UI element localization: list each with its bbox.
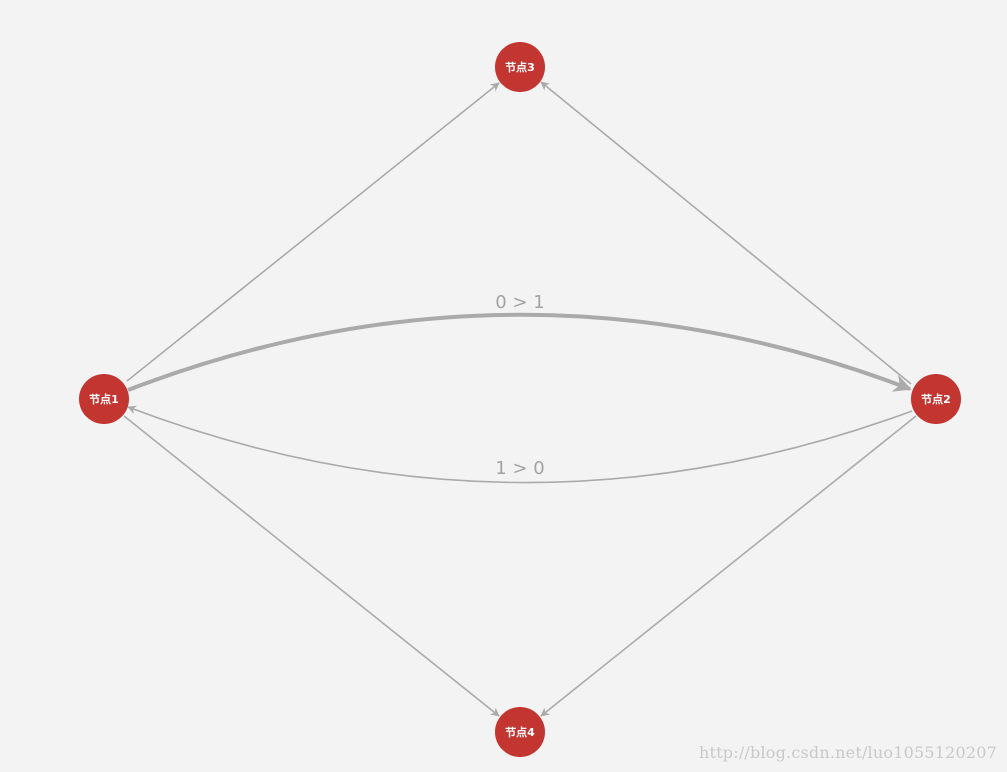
node-1-circle[interactable]	[79, 374, 129, 424]
node-3-circle[interactable]	[495, 42, 545, 92]
edge-2-1[interactable]	[127, 405, 913, 484]
edge-2-3[interactable]	[540, 81, 912, 385]
node-1-label: 节点1	[89, 392, 119, 406]
edge-1-3[interactable]	[126, 82, 500, 382]
edge-label-2-1: 1 > 0	[495, 458, 544, 479]
node-4[interactable]: 节点4	[495, 707, 545, 757]
edge-1-2[interactable]	[127, 312, 912, 392]
node-3-label: 节点3	[505, 60, 535, 74]
edge-2-4[interactable]	[540, 415, 917, 717]
node-4-circle[interactable]	[495, 707, 545, 757]
node-4-label: 节点4	[505, 725, 535, 739]
edge-1-4[interactable]	[123, 415, 500, 717]
node-2-label: 节点2	[921, 392, 951, 406]
node-2-circle[interactable]	[911, 374, 961, 424]
node-3[interactable]: 节点3	[495, 42, 545, 92]
node-2[interactable]: 节点2	[911, 374, 961, 424]
edge-label-1-2: 0 > 1	[495, 292, 544, 313]
node-1[interactable]: 节点1	[79, 374, 129, 424]
watermark-url: http://blog.csdn.net/luo1055120207	[699, 743, 997, 762]
